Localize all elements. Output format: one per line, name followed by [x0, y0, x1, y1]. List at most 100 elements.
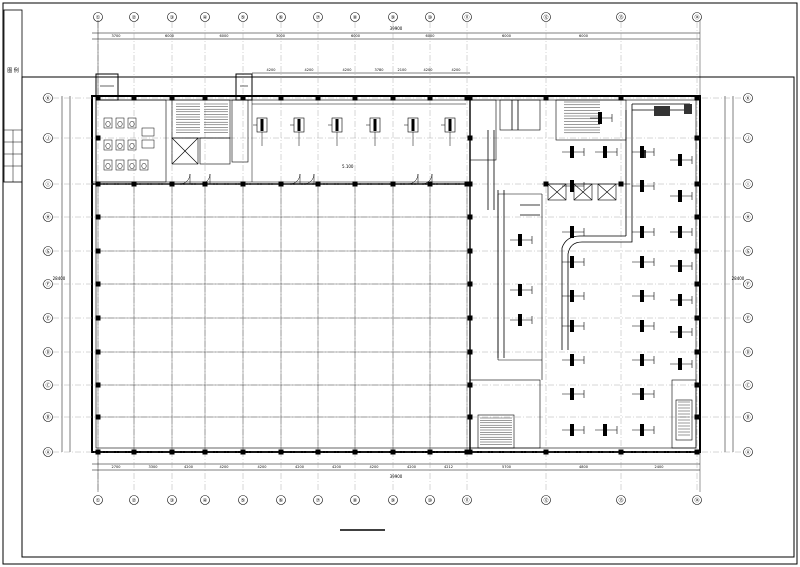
row-bubble-left: Ⓐ	[43, 447, 53, 457]
column	[95, 414, 101, 420]
room-mark: 5.100	[342, 164, 354, 169]
column	[278, 449, 284, 455]
grid-bubble-label: Ⓚ	[745, 95, 750, 102]
grid-bubble-label: ④	[203, 498, 208, 504]
column	[467, 315, 473, 321]
ac-indoor-unit	[670, 190, 693, 202]
column-bubble-bottom: ⑪	[462, 495, 472, 505]
column	[95, 135, 101, 141]
column	[467, 449, 473, 455]
grid-bubble-label: Ⓐ	[45, 449, 50, 456]
ac-indoor-unit	[441, 117, 456, 146]
column	[315, 95, 321, 101]
grid-lines	[42, 22, 752, 490]
grid-bubble-label: Ⓖ	[745, 248, 750, 255]
ac-indoor-unit	[562, 226, 585, 238]
ac-indoor-unit	[670, 326, 693, 338]
bottom-span-dimension: 4200	[184, 465, 193, 469]
drawing-frame	[21, 76, 795, 558]
grid-bubble-label: ⑭	[694, 14, 699, 21]
ac-indoor-unit	[632, 226, 655, 238]
column	[427, 449, 433, 455]
toilet-stall	[103, 139, 113, 151]
ac-indoor-unit	[510, 284, 533, 296]
ac-indoor-unit	[632, 180, 655, 192]
column	[315, 449, 321, 455]
ac-indoor-unit	[632, 256, 655, 268]
column	[694, 281, 700, 287]
row-bubble-left: Ⓔ	[43, 313, 53, 323]
ac-indoor-unit	[590, 112, 613, 124]
column	[390, 449, 396, 455]
unit-span-dimension: 4200	[424, 68, 433, 72]
grid-bubble-label: ⑥	[279, 15, 284, 21]
left-overall-dimension: 28400	[53, 276, 66, 281]
ac-indoor-unit	[404, 117, 419, 146]
column	[131, 449, 137, 455]
toilet-stall	[103, 117, 113, 129]
top-span-dimension: 6000	[426, 34, 435, 38]
toilet-stall	[127, 159, 137, 171]
grid-bubble-label: ⑧	[353, 15, 358, 21]
grid-bubble-label: ⑬	[618, 497, 623, 504]
axis-stubs	[97, 20, 701, 492]
toilet-stall	[103, 159, 113, 171]
grid-bubble-label: ⑬	[618, 14, 623, 21]
column-bubble-bottom: ⑬	[616, 495, 626, 505]
row-bubble-right: Ⓙ	[743, 133, 753, 143]
column-bubble-top: ⑩	[425, 12, 435, 22]
row-bubble-right: Ⓔ	[743, 313, 753, 323]
column	[694, 449, 700, 455]
hall-partition-grid	[96, 183, 470, 453]
mechanical-units	[547, 183, 617, 201]
grid-bubble-label: Ⓑ	[745, 414, 750, 421]
grid-bubble-label: ⑪	[464, 497, 469, 504]
bottom-overall-dimension: 39900	[390, 474, 403, 479]
bottom-span-dimension: 4200	[295, 465, 304, 469]
top-span-dimension: 6000	[351, 34, 360, 38]
column	[352, 181, 358, 187]
column-bubble-top: ⑪	[462, 12, 472, 22]
column	[278, 95, 284, 101]
column-bubble-bottom: ⑥	[276, 495, 286, 505]
column	[543, 95, 549, 101]
column-bubble-bottom: ⑨	[388, 495, 398, 505]
ac-indoor-unit	[632, 146, 655, 158]
row-bubble-left: Ⓕ	[43, 279, 53, 289]
column	[618, 449, 624, 455]
ac-indoor-unit	[510, 234, 533, 246]
row-bubble-left: Ⓑ	[43, 412, 53, 422]
column	[169, 449, 175, 455]
column	[240, 449, 246, 455]
structural-columns	[95, 95, 700, 455]
column-bubble-top: ⑬	[616, 12, 626, 22]
bottom-span-dimension: 4200	[332, 465, 341, 469]
column	[131, 181, 137, 187]
ac-indoor-unit	[562, 388, 585, 400]
column	[694, 414, 700, 420]
column	[315, 181, 321, 187]
grid-bubble-label: ⑭	[694, 497, 699, 504]
column	[95, 382, 101, 388]
stair-treads	[176, 103, 228, 133]
column-bubble-bottom: ⑩	[425, 495, 435, 505]
toilet-bowl	[129, 162, 135, 170]
sink-counter	[141, 127, 155, 137]
column-bubble-top: ⑧	[350, 12, 360, 22]
column	[467, 349, 473, 355]
column	[352, 95, 358, 101]
column-bubble-bottom: ①	[93, 495, 103, 505]
row-bubble-left: Ⓘ	[43, 179, 53, 189]
row-bubble-right: Ⓗ	[743, 212, 753, 222]
grid-bubble-label: Ⓘ	[45, 181, 50, 188]
grid-bubble-label: Ⓕ	[45, 281, 50, 288]
column-bubble-bottom: ⑭	[692, 495, 702, 505]
column	[467, 248, 473, 254]
ac-indoor-unit	[670, 154, 693, 166]
grid-bubble-label: Ⓕ	[745, 281, 750, 288]
toilet-bowl	[141, 162, 147, 170]
column-bubble-top: ②	[129, 12, 139, 22]
column	[390, 95, 396, 101]
ac-indoor-unit	[632, 354, 655, 366]
row-bubble-left: Ⓙ	[43, 133, 53, 143]
